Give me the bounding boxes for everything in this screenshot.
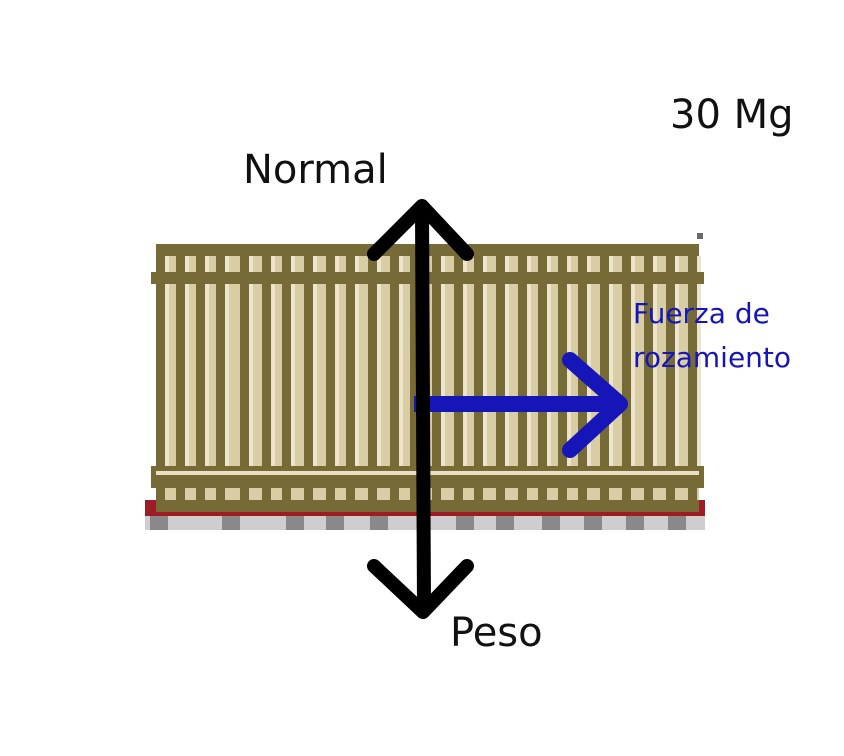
- normal-weight-arrow: [367, 199, 474, 619]
- friction-label-line1: Fuerza de: [633, 297, 770, 330]
- friction-force-label: Fuerza de rozamiento: [633, 292, 791, 380]
- friction-label-line2: rozamiento: [633, 341, 792, 374]
- weight-force-label: Peso: [450, 610, 543, 656]
- normal-force-label: Normal: [243, 147, 388, 193]
- mass-label: 30 Mg: [670, 92, 794, 138]
- friction-arrow: [414, 352, 628, 458]
